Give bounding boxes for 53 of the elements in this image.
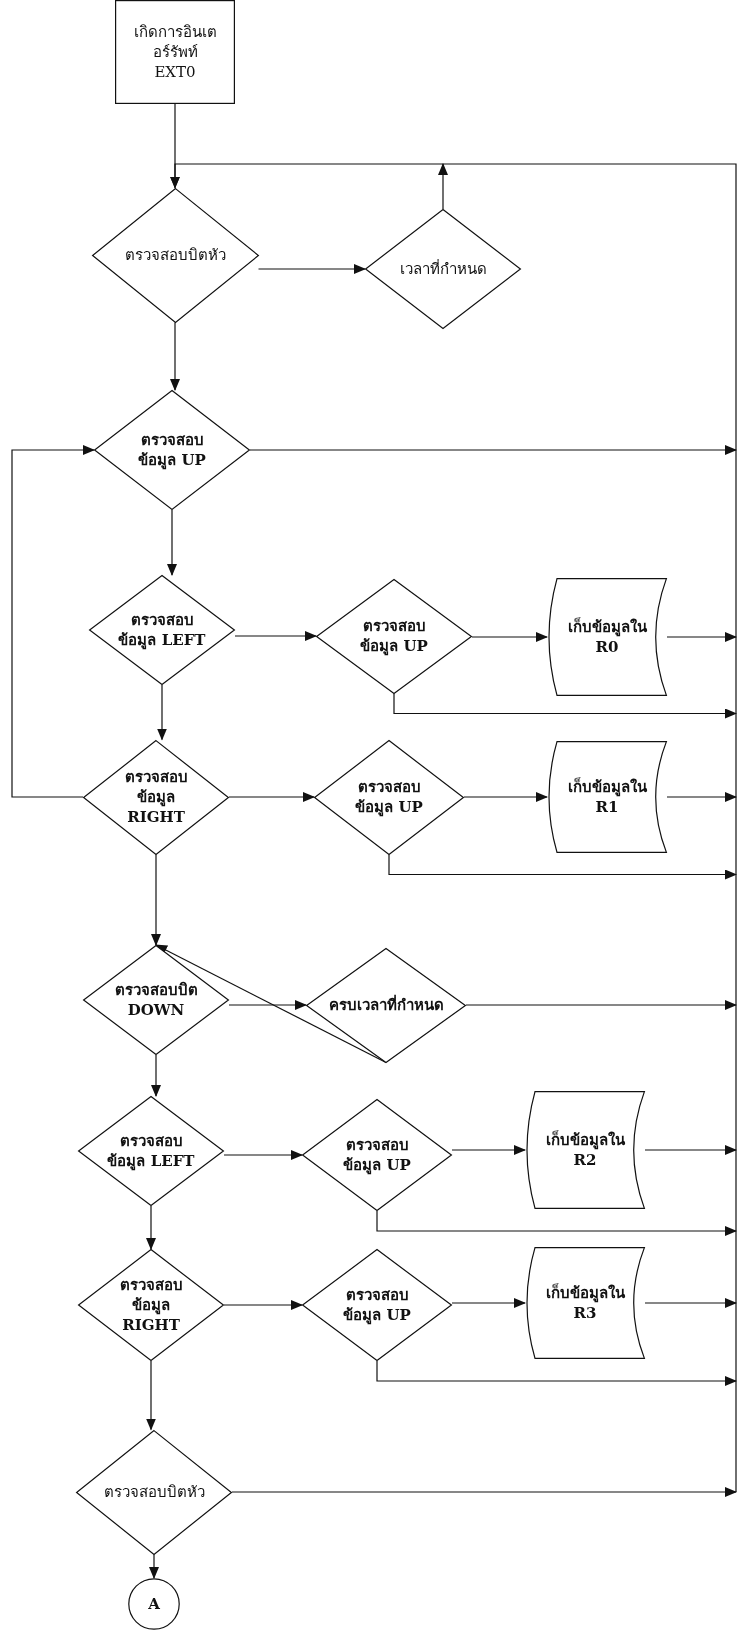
- arrow: [376, 1210, 737, 1236]
- arrow: [155, 944, 387, 1064]
- arrow: [11, 445, 95, 798]
- arrow: [167, 509, 177, 576]
- decision-diamond: ตรวจสอบบิตหัว: [76, 1429, 232, 1555]
- decision-diamond: เวลาที่กำหนด: [365, 209, 521, 329]
- arrow: [666, 632, 737, 642]
- decision-diamond: ตรวจสอบข้อมูล LEFT: [78, 1096, 224, 1206]
- arrow: [170, 321, 180, 391]
- decision-diamond: ตรวจสอบข้อมูล UP: [302, 1249, 452, 1361]
- document-shape: เก็บข้อมูลใน R3: [525, 1247, 645, 1359]
- decision-diamond: ตรวจสอบข้อมูล UP: [316, 578, 472, 694]
- arrow: [151, 853, 161, 946]
- arrow: [249, 445, 737, 455]
- arrow: [465, 1000, 737, 1010]
- arrow: [257, 264, 366, 274]
- arrow: [234, 631, 317, 641]
- arrow: [146, 1360, 156, 1431]
- document-shape: เก็บข้อมูลใน R1: [547, 741, 667, 853]
- decision-diamond: ตรวจสอบข้อมูล UP: [94, 390, 250, 510]
- document-shape: เก็บข้อมูลใน R0: [547, 578, 667, 696]
- decision-diamond: ตรวจสอบข้อมูล RIGHT: [83, 739, 229, 855]
- arrow: [388, 853, 737, 880]
- process-box: เกิดการอินเตอร์รัพท์ EXT0: [115, 0, 235, 104]
- arrow: [151, 1054, 161, 1097]
- arrow: [644, 1298, 737, 1308]
- arrow: [644, 1145, 737, 1155]
- connector-circle: A: [128, 1578, 180, 1630]
- arrow: [438, 163, 448, 210]
- decision-diamond: ตรวจสอบข้อมูล UP: [302, 1099, 452, 1211]
- decision-diamond: ตรวจสอบบิตหัว: [91, 187, 259, 323]
- decision-diamond: ตรวจสอบข้อมูล UP: [314, 739, 464, 855]
- decision-diamond: ครบเวลาที่กำหนด: [306, 947, 466, 1063]
- arrow: [471, 632, 548, 642]
- decision-diamond: ตรวจสอบข้อมูล RIGHT: [78, 1249, 224, 1361]
- return-line: [170, 163, 737, 1493]
- arrow: [376, 1360, 737, 1386]
- arrow: [393, 692, 737, 719]
- document-shape: เก็บข้อมูลใน R2: [525, 1091, 645, 1209]
- arrow: [463, 792, 548, 802]
- arrow: [451, 1298, 526, 1308]
- arrow: [451, 1145, 526, 1155]
- arrow: [666, 792, 737, 802]
- arrow: [228, 792, 315, 802]
- decision-diamond: ตรวจสอบข้อมูล LEFT: [89, 575, 235, 685]
- arrow: [149, 1553, 159, 1579]
- arrow: [223, 1150, 303, 1160]
- arrow: [146, 1205, 156, 1250]
- decision-diamond: ตรวจสอบบิต DOWN: [83, 945, 229, 1055]
- arrow: [157, 684, 167, 741]
- arrow: [228, 1000, 307, 1010]
- arrow: [223, 1300, 303, 1310]
- arrow: [231, 1487, 737, 1497]
